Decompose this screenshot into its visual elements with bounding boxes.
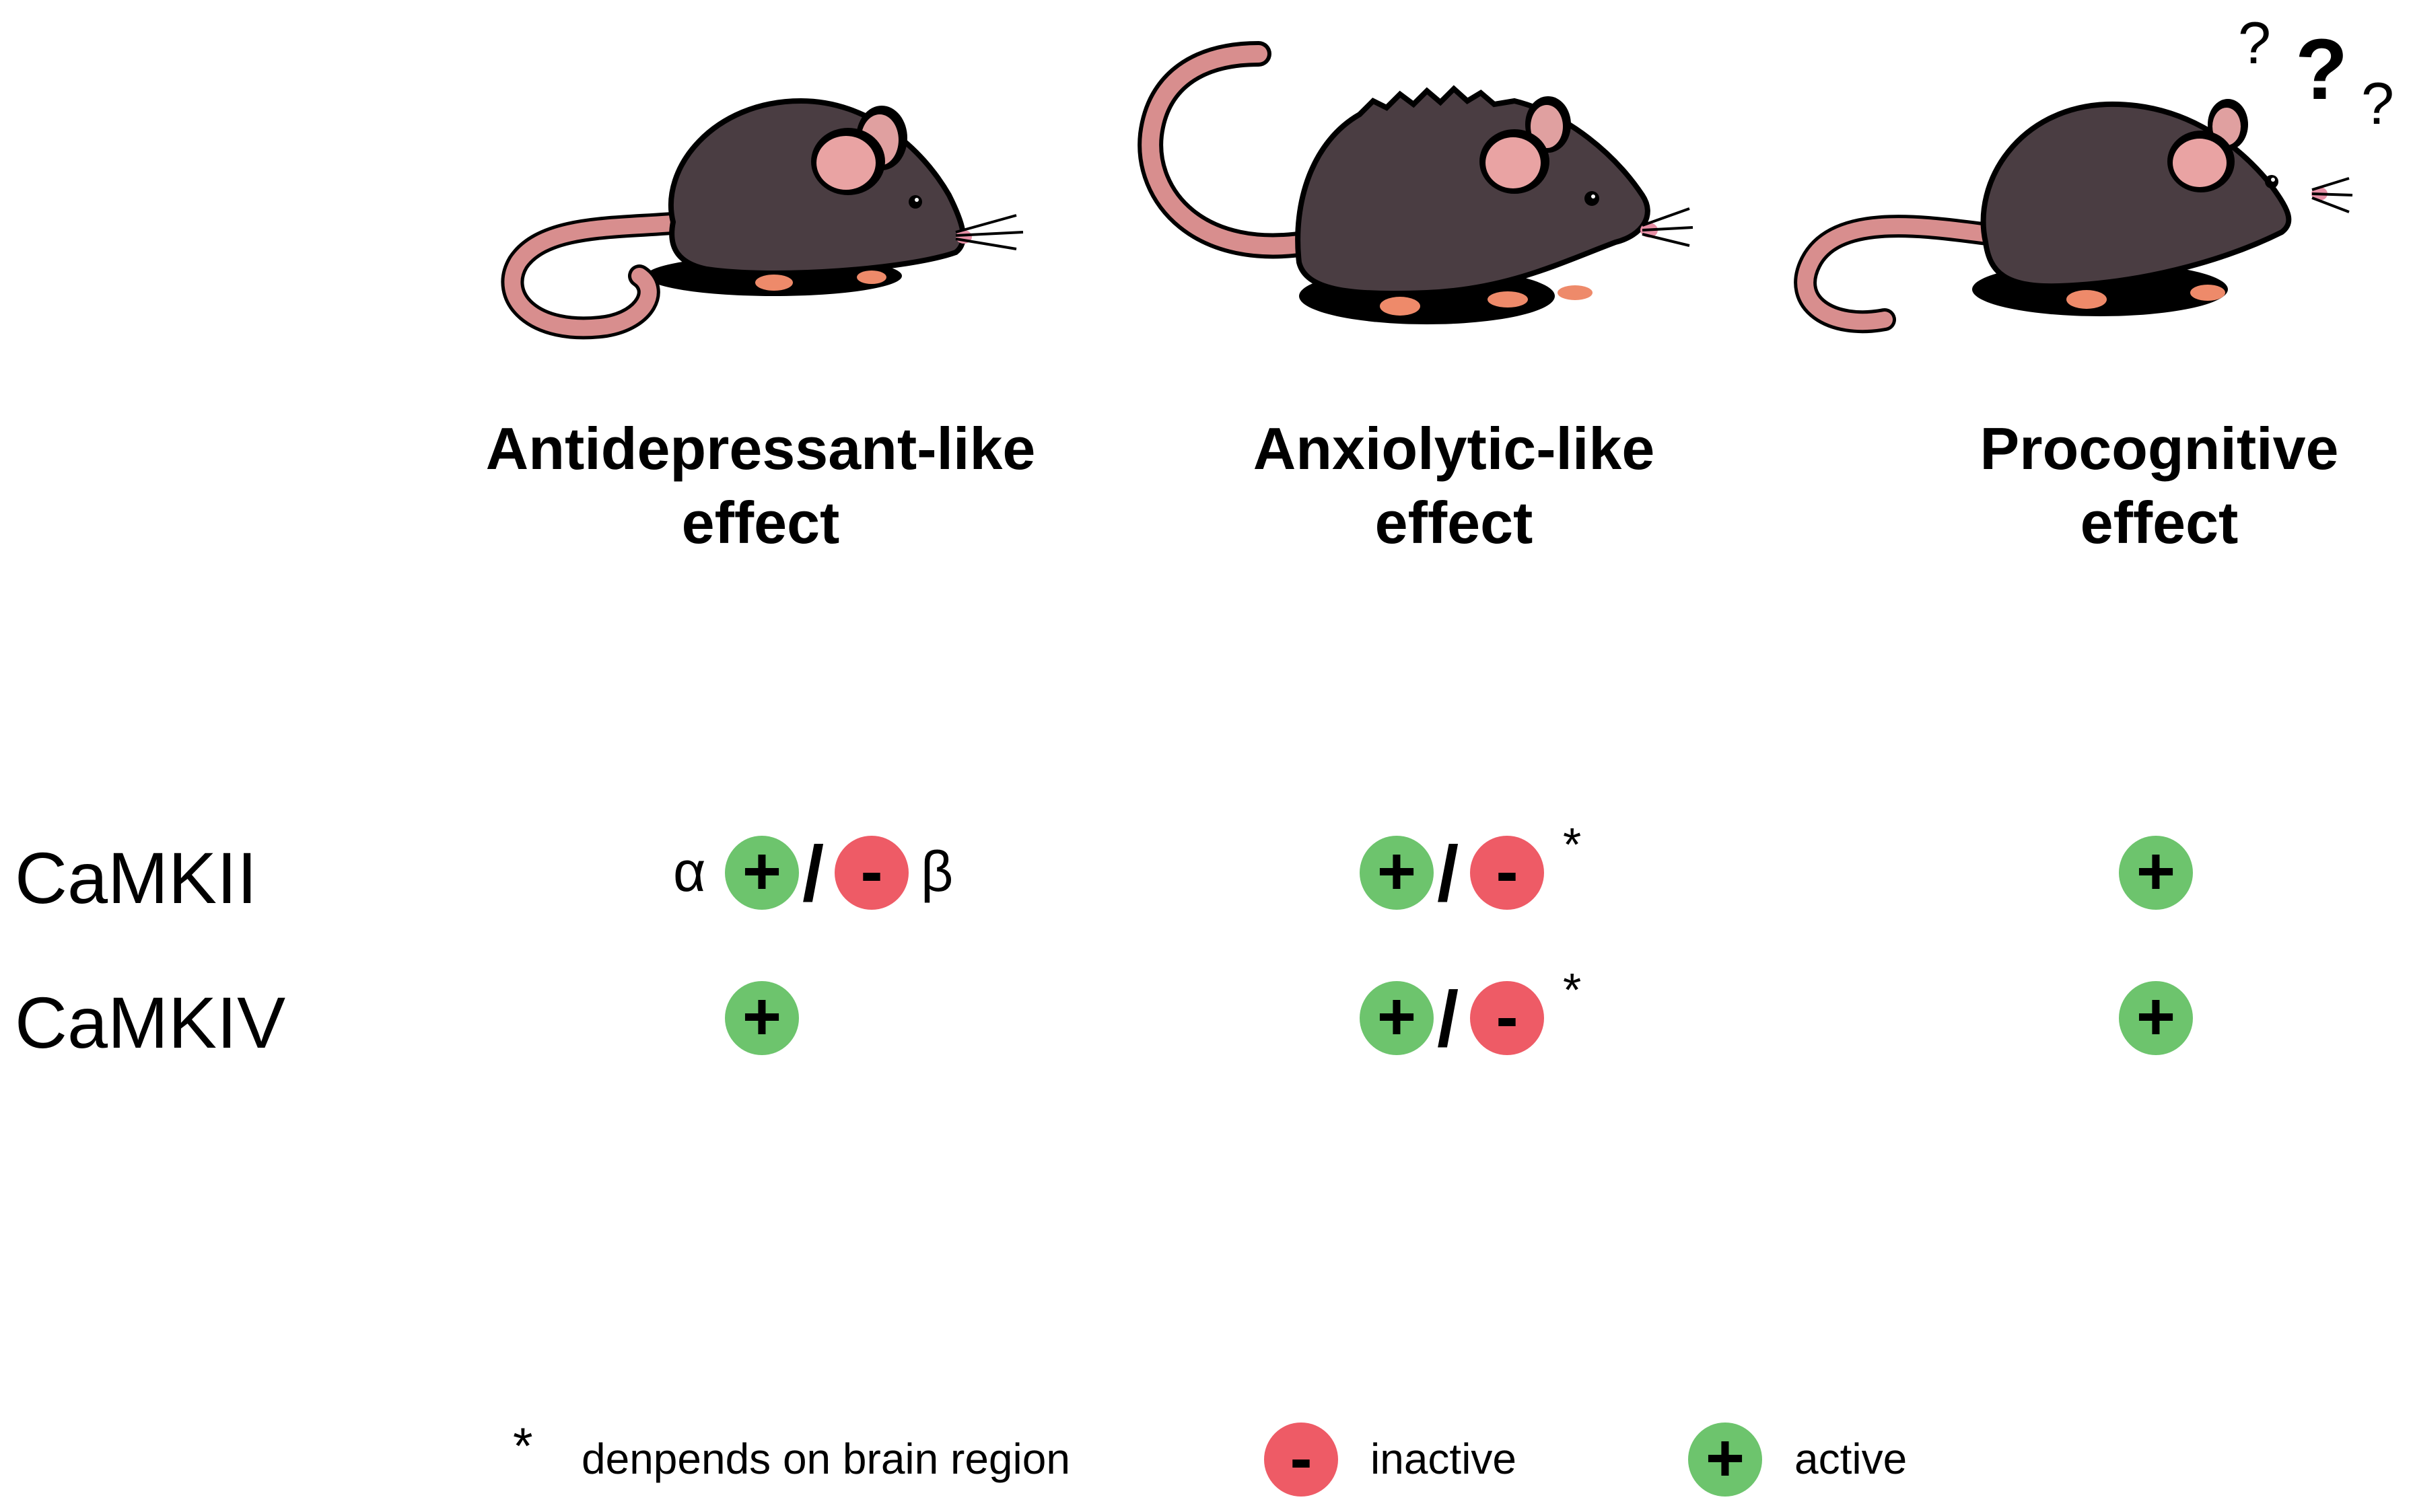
brain-region-asterisk: * (1563, 818, 1582, 871)
column-heading-procognitive: Procognitive effect (1823, 412, 2413, 560)
active-symbol: + (2119, 981, 2193, 1055)
question-mark-small-left: ? (2238, 9, 2271, 76)
beta-label: β (921, 840, 954, 903)
question-mark-large: ? (2295, 22, 2348, 118)
calm-mouse-illustration (501, 98, 1024, 340)
inactive-symbol: - (1470, 981, 1544, 1055)
slash-separator: / (802, 830, 825, 917)
heading-line-2: effect (2080, 489, 2239, 556)
active-symbol: + (725, 981, 799, 1055)
legend-active-symbol: + (1688, 1423, 1762, 1497)
slash-separator: / (1437, 975, 1459, 1063)
question-mark-small-right: ? (2361, 70, 2394, 137)
legend-asterisk: * (513, 1418, 533, 1475)
legend-asterisk-text: denpends on brain region (582, 1435, 1070, 1483)
brain-region-asterisk: * (1563, 964, 1582, 1016)
legend-inactive-text: inactive (1370, 1435, 1516, 1483)
curious-mouse-illustration (1794, 99, 2353, 334)
inactive-symbol: - (835, 836, 909, 910)
alpha-label: α (673, 840, 706, 903)
legend-active-text: active (1794, 1435, 1908, 1483)
heading-line-1: Antidepressant-like (485, 415, 1036, 482)
heading-line-2: effect (681, 489, 840, 556)
heading-line-2: effect (1374, 489, 1533, 556)
active-symbol: + (1360, 981, 1434, 1055)
anxious-mouse-illustration (1138, 41, 1693, 324)
column-heading-anxiolytic: Anxiolytic-like effect (1117, 412, 1790, 560)
active-symbol: + (725, 836, 799, 910)
heading-line-1: Procognitive (1980, 415, 2339, 482)
legend-inactive-symbol: - (1264, 1423, 1338, 1497)
heading-line-1: Anxiolytic-like (1253, 415, 1655, 482)
inactive-symbol: - (1470, 836, 1544, 910)
row-label-camkiv: CaMKIV (15, 982, 286, 1063)
column-heading-antidepressant: Antidepressant-like effect (424, 412, 1097, 560)
slash-separator: / (1437, 830, 1459, 917)
active-symbol: + (2119, 836, 2193, 910)
active-symbol: + (1360, 836, 1434, 910)
row-label-camkii: CaMKII (15, 837, 258, 919)
